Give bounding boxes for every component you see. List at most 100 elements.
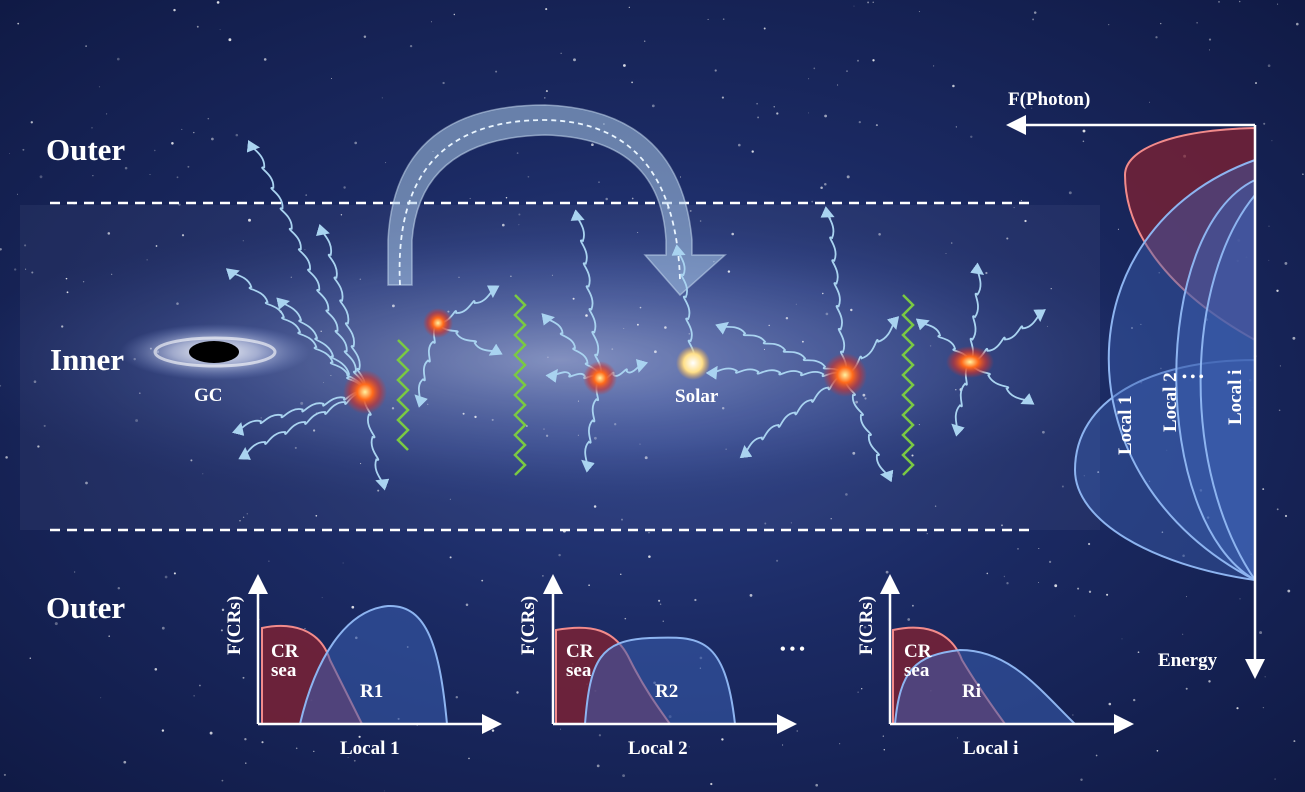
star	[14, 268, 17, 271]
star	[1116, 398, 1119, 402]
star	[875, 124, 878, 127]
star	[381, 97, 383, 99]
star	[465, 603, 469, 607]
cr-trajectory	[363, 391, 390, 491]
cr-trajectory	[437, 322, 503, 356]
star	[455, 695, 459, 699]
star	[1033, 11, 1037, 14]
cr-panel-2-region-label: R2	[655, 681, 679, 702]
cr-trajectory	[316, 223, 367, 393]
star	[33, 380, 37, 384]
star	[560, 52, 562, 54]
star	[209, 731, 213, 735]
star	[527, 175, 530, 178]
star	[1160, 22, 1162, 25]
star	[1267, 64, 1271, 68]
photon-curve-label-local-1: Local 1	[1115, 395, 1136, 455]
star	[926, 533, 928, 535]
star	[545, 90, 548, 93]
star	[945, 252, 947, 254]
source-4	[823, 353, 867, 397]
local-region-curve	[299, 604, 448, 725]
star	[764, 522, 767, 525]
star	[202, 473, 204, 475]
star	[242, 516, 245, 518]
star	[1185, 687, 1188, 690]
star	[91, 127, 93, 129]
star	[907, 618, 911, 621]
star	[30, 121, 33, 124]
star	[1121, 638, 1123, 640]
star	[449, 556, 452, 559]
star	[312, 429, 316, 432]
star	[0, 384, 2, 387]
star	[1006, 582, 1009, 585]
star	[173, 8, 176, 12]
cr-trajectory	[414, 322, 439, 408]
star	[933, 65, 935, 67]
star	[221, 779, 224, 782]
star	[469, 197, 471, 200]
star	[211, 137, 214, 141]
between-panels-ellipsis: • • •	[780, 641, 805, 658]
star	[785, 316, 789, 320]
star	[1274, 778, 1276, 780]
source-5	[946, 346, 994, 378]
star	[1013, 207, 1015, 209]
star	[824, 182, 827, 186]
star	[1284, 514, 1288, 518]
source-3	[583, 361, 617, 395]
star	[628, 6, 630, 8]
star	[92, 175, 94, 177]
star	[1124, 450, 1127, 452]
star	[290, 276, 292, 278]
star	[341, 743, 343, 745]
photon-x-axis-label: Energy	[1158, 650, 1218, 671]
star	[624, 617, 627, 620]
star	[1082, 140, 1085, 143]
star	[505, 196, 508, 199]
star	[846, 175, 850, 179]
star	[918, 424, 920, 426]
star	[1279, 365, 1281, 367]
cr-panel-2-ylabel: F(CRs)	[518, 595, 539, 655]
star	[1088, 590, 1092, 593]
star	[577, 400, 579, 402]
star	[588, 584, 590, 586]
star	[37, 445, 40, 448]
star	[1264, 676, 1266, 678]
cr-panel-1-xlabel: Local 1	[340, 738, 400, 759]
cr-panel-1-ylabel: F(CRs)	[224, 595, 245, 655]
star	[85, 45, 87, 47]
star	[1137, 651, 1140, 654]
star	[1077, 587, 1080, 590]
star	[518, 213, 521, 216]
star	[481, 579, 484, 582]
star	[636, 323, 639, 326]
star	[190, 459, 193, 462]
star	[714, 69, 717, 72]
star	[544, 97, 546, 99]
region-label-inner: Inner	[50, 342, 125, 377]
star	[699, 220, 702, 222]
region-label-outer-bottom: Outer	[46, 590, 126, 625]
star	[845, 493, 848, 496]
star	[631, 197, 634, 200]
star	[260, 417, 262, 419]
photon-spectrum-panel	[1006, 115, 1265, 679]
star	[360, 463, 362, 465]
star	[228, 38, 232, 42]
star	[1278, 409, 1281, 412]
star	[1166, 449, 1168, 451]
star	[1293, 740, 1296, 743]
shock-front-2	[513, 294, 527, 476]
star	[688, 746, 690, 748]
star	[74, 158, 76, 160]
star	[518, 224, 520, 226]
star	[1292, 336, 1296, 340]
star	[725, 448, 727, 450]
cr-trajectory	[671, 244, 696, 364]
star	[756, 102, 758, 105]
star	[801, 340, 804, 343]
